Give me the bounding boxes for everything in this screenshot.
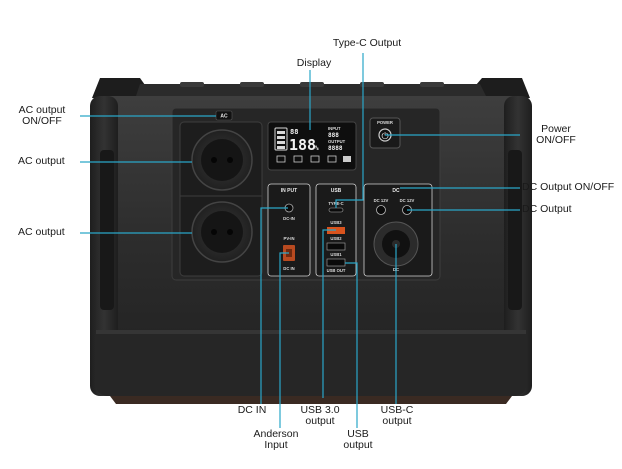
callout-ac-onoff-line2: ON/OFF xyxy=(22,115,62,127)
dc-panel: DC DC 12V DC 12V DC xyxy=(363,183,433,277)
callout-power-line1: Power xyxy=(541,123,571,135)
usb2-label: USB2 xyxy=(330,236,342,241)
usb-panel-title: USB xyxy=(331,188,342,194)
power-icon: ⏻ xyxy=(381,131,388,142)
callout-anderson-line2: Input xyxy=(264,439,288,451)
dc-panel-title: DC xyxy=(392,188,400,194)
usb1-port[interactable] xyxy=(326,258,346,267)
pv-in-label: PV-IN xyxy=(284,236,295,241)
callout-dc-in: DC IN xyxy=(237,404,267,416)
lcd-percent-sign: % xyxy=(315,145,319,152)
usb3-label: USB3 xyxy=(330,220,342,225)
anderson-port-label: DC IN xyxy=(283,266,294,271)
callout-power-line2: ON/OFF xyxy=(536,134,576,146)
lcd-display: 88 188 % INPUT 888 OUTPUT 8888 xyxy=(267,121,357,171)
lcd-output-value: 8888 xyxy=(328,145,343,152)
dc12v-right-label: DC 12V xyxy=(400,198,415,203)
callout-usb30-line2: output xyxy=(305,415,335,427)
callout-power: Power ON/OFF xyxy=(530,124,582,146)
callout-anderson-line1: Anderson xyxy=(253,428,299,440)
callout-usb-c-line1: USB-C xyxy=(380,404,414,416)
callout-usb30: USB 3.0 output xyxy=(300,405,339,427)
ac-onoff-button[interactable]: AC xyxy=(215,110,233,121)
callout-usb: USB output xyxy=(343,429,372,451)
lcd-input-value: 888 xyxy=(328,132,339,139)
ac-button-label: AC xyxy=(220,114,228,120)
dc-in-port-label: DC-IN xyxy=(283,216,295,221)
power-button-label: POWER xyxy=(377,120,393,125)
power-button[interactable]: POWER ⏻ xyxy=(369,117,401,149)
callout-ac-output-1: AC output xyxy=(18,155,65,167)
input-panel: IN PUT DC-IN PV-IN DC IN xyxy=(267,183,311,277)
usb-out-label: USB OUT xyxy=(327,268,346,273)
callout-lines xyxy=(80,53,520,428)
lcd-status-icons xyxy=(276,155,351,163)
callout-display: Display xyxy=(296,57,332,69)
callout-anderson: Anderson Input xyxy=(254,429,299,451)
usb1-label: USB1 xyxy=(330,252,342,257)
top-handles xyxy=(92,78,530,100)
usb2-port[interactable] xyxy=(326,242,346,251)
callout-type-c-output: Type-C Output xyxy=(332,37,402,49)
callout-dc-output: DC Output xyxy=(522,203,572,215)
input-panel-title: IN PUT xyxy=(281,188,297,194)
type-c-port[interactable] xyxy=(328,207,344,213)
callout-usb30-line1: USB 3.0 xyxy=(300,404,340,416)
dc12v-left-label: DC 12V xyxy=(374,198,389,203)
callout-ac-onoff: AC output ON/OFF xyxy=(18,105,66,127)
lcd-small-number: 88 xyxy=(290,128,298,136)
lcd-output-label: OUTPUT xyxy=(328,139,346,144)
callout-usb-c-line2: output xyxy=(382,415,412,427)
callout-ac-output-2: AC output xyxy=(18,226,65,238)
callout-dc-output-onoff: DC Output ON/OFF xyxy=(522,181,615,193)
lcd-input-label: INPUT xyxy=(328,126,341,131)
callout-usb-line1: USB xyxy=(347,428,369,440)
lcd-big-number: 188 xyxy=(289,136,316,154)
callout-usb-line2: output xyxy=(343,439,373,451)
callout-usb-c: USB-C output xyxy=(381,405,414,427)
callout-ac-onoff-line1: AC output xyxy=(18,104,66,116)
dc12v-port-left[interactable] xyxy=(376,205,386,215)
